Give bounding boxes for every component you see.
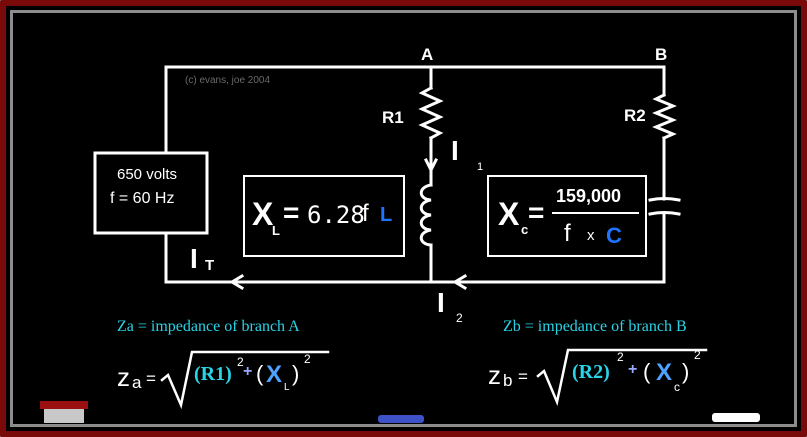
xc-formula-box <box>487 175 647 257</box>
zb-x-subscript: c <box>674 380 680 394</box>
zb-open-paren: ( <box>643 359 651 384</box>
za-x-symbol: X <box>266 361 283 388</box>
xc-c-variable: C <box>606 223 622 248</box>
za-z: z <box>117 362 130 392</box>
za-close-paren: ) <box>292 361 300 386</box>
xc-subscript: c <box>521 222 529 237</box>
r1-label: R1 <box>382 108 404 127</box>
xc-numerator: 159,000 <box>556 186 622 206</box>
node-b-label: B <box>655 45 668 64</box>
current-it-label: I <box>190 243 198 274</box>
zb-r2-term: (R2) <box>572 361 610 383</box>
xc-symbol: X <box>498 196 520 232</box>
resistor-r2-symbol <box>652 92 677 140</box>
za-open-paren: ( <box>256 361 264 386</box>
capacitor-plate-bottom <box>648 211 681 216</box>
arrow-it <box>229 273 245 291</box>
current-i1-label: I <box>451 135 459 166</box>
resistor-r1-symbol <box>418 85 444 141</box>
za-plus: + <box>243 363 253 380</box>
node-a-label: A <box>421 45 434 64</box>
copyright-text: (c) evans, joe 2004 <box>185 75 271 86</box>
zb-subscript: b <box>503 371 513 390</box>
xl-coefficient: 6.28 <box>307 201 365 229</box>
xc-f: f <box>564 220 571 247</box>
xl-equals: = <box>283 197 300 228</box>
blue-chalk <box>378 415 424 423</box>
inductor-symbol <box>419 183 433 247</box>
zb-x-symbol: X <box>656 359 673 386</box>
zb-close-paren: ) <box>682 359 690 384</box>
branch-b-caption: Zb = impedance of branch B <box>503 318 687 335</box>
arrow-i2 <box>452 273 468 291</box>
zb-exponent-1: 2 <box>617 350 624 364</box>
zb-exponent-2: 2 <box>694 348 701 362</box>
xl-l-variable: L <box>380 204 393 226</box>
xl-subscript: L <box>272 223 280 238</box>
xl-formula-box <box>243 175 405 257</box>
current-i2-label: I <box>437 287 445 318</box>
current-i2-subscript: 2 <box>456 311 463 325</box>
current-i1-subscript: 1 <box>477 161 484 173</box>
arrow-i1 <box>423 157 439 174</box>
za-exponent-2: 2 <box>304 352 311 366</box>
za-subscript: a <box>132 373 142 392</box>
xc-times: x <box>587 227 595 244</box>
chalkboard-inner-frame <box>10 10 797 427</box>
radical-a-symbol <box>160 350 330 410</box>
chalk-eraser-top <box>40 401 88 409</box>
branch-a-caption: Za = impedance of branch A <box>117 318 300 335</box>
voltage-source-box <box>93 151 209 235</box>
source-frequency: f = 60 Hz <box>110 190 175 207</box>
current-it-subscript: T <box>205 257 215 274</box>
r2-label: R2 <box>624 106 646 125</box>
za-exponent-1: 2 <box>237 355 244 369</box>
xl-f: f <box>362 200 369 227</box>
zb-equals: = <box>518 367 528 386</box>
white-chalk <box>712 413 760 422</box>
xc-equals: = <box>528 197 545 228</box>
xl-symbol: X <box>252 196 274 232</box>
zb-plus: + <box>628 361 638 378</box>
radical-b-symbol <box>536 348 708 407</box>
za-equals: = <box>146 369 156 388</box>
capacitor-plate-top <box>648 197 681 202</box>
source-voltage: 650 volts <box>117 166 178 183</box>
chalk-eraser-body <box>44 409 84 423</box>
za-x-subscript: L <box>284 382 290 393</box>
zb-z: z <box>488 360 501 390</box>
za-r1-term: (R1) <box>194 363 232 385</box>
